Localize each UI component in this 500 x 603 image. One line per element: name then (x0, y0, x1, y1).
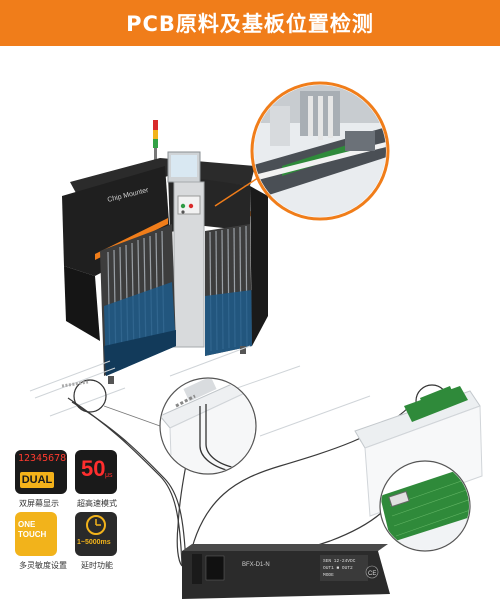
speed-50-icon: 50 μs (75, 450, 117, 494)
header-banner: PCB原料及基板位置检测 (0, 0, 500, 46)
left-sensor-callout (61, 379, 161, 427)
speed-value: 50 (81, 456, 106, 481)
led-readout: 12345678 (18, 453, 67, 464)
illustration: Chip Mounter (0, 46, 500, 599)
timer-icon: 1~5000ms (75, 512, 117, 556)
right-sensor-callout-bottom (379, 460, 471, 552)
spec-line-2: OUT1 ■ OUT2 (323, 565, 353, 571)
spec-line-3: MODE (323, 572, 334, 578)
delay-range: 1~5000ms (77, 539, 111, 546)
fiber-amplifier-unit: BFX-D1-N SEN 12-24VDC OUT1 ■ OUT2 MODE C… (182, 544, 390, 599)
feature-label: 延时功能 (81, 561, 113, 570)
pcb-detail-callout (250, 81, 390, 221)
speed-unit: μs (105, 472, 113, 479)
led-display-icon: 12345678 DUAL (15, 450, 67, 494)
feature-label: 双屏幕显示 (19, 499, 59, 508)
page-title: PCB原料及基板位置检测 (126, 12, 374, 36)
one-touch-text: ONE TOUCH (18, 520, 47, 539)
feature-label: 超高速模式 (77, 499, 117, 508)
spec-line-1: SEN 12-24VDC (323, 558, 356, 564)
one-touch-icon: ONE TOUCH (15, 512, 57, 556)
dual-badge: DUAL (20, 472, 54, 488)
svg-text:CE: CE (368, 571, 376, 577)
feature-label: 多灵敏度设置 (19, 561, 67, 570)
product-illustration: Chip Mounter (29, 81, 483, 599)
amplifier-model: BFX-D1-N (242, 562, 270, 568)
chip-mounter-machine: Chip Mounter (62, 120, 268, 384)
center-sensor-callout (159, 377, 257, 475)
